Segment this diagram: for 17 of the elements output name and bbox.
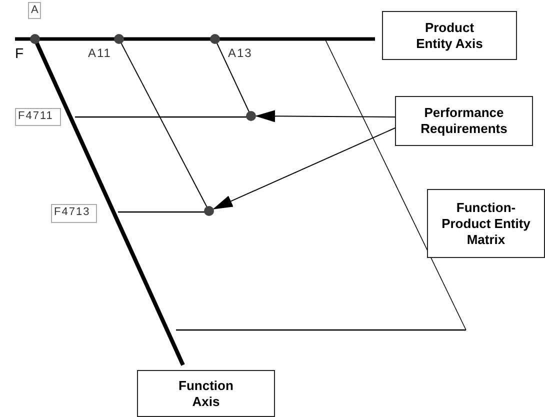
axis-label: A13 [228,46,252,60]
axis-tag: F4713 [51,204,97,223]
point-marker [210,34,220,44]
axis-tag: F4711 [15,108,61,126]
axis-tag: A [28,2,41,19]
point-marker [30,34,40,44]
label-box: Product Entity Axis [382,11,517,60]
label-box: Performance Requirements [395,96,533,146]
arrow [212,128,396,210]
label-box: Function-Product Entity Matrix [427,189,545,258]
arrow [255,110,396,122]
point-marker [204,206,214,216]
point-marker [246,111,256,121]
axis-label: A11 [88,46,112,60]
point-marker [114,34,124,44]
label-box: Function Axis [137,370,275,417]
axis-label: F [15,45,25,61]
